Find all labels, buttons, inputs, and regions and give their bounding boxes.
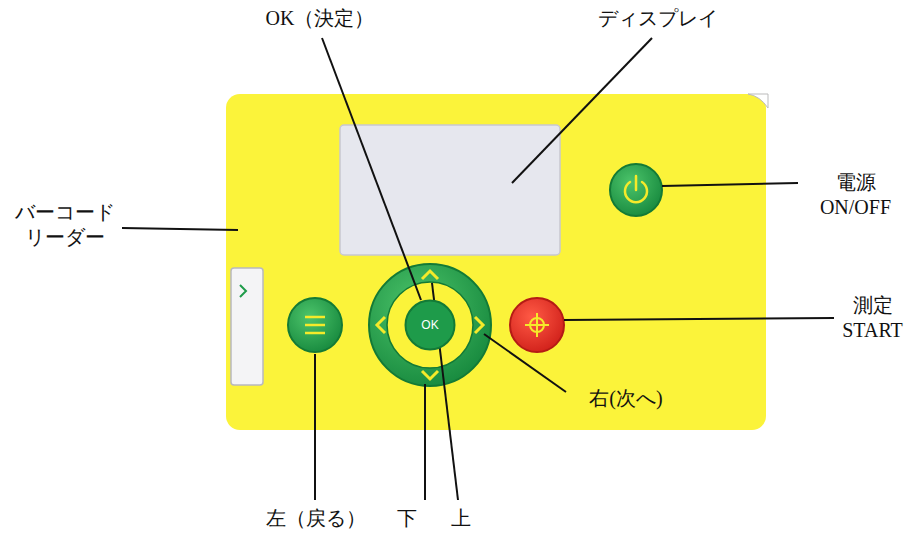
menu-icon bbox=[305, 316, 325, 319]
yellow-panel bbox=[226, 94, 766, 430]
measure-icon bbox=[525, 324, 549, 326]
leader-line bbox=[122, 228, 238, 230]
leader-line bbox=[322, 38, 421, 300]
up-arrow bbox=[422, 271, 438, 279]
reader-arrow bbox=[240, 285, 246, 297]
callout-label: 電源 ON/OFF bbox=[803, 170, 908, 220]
down-arrow bbox=[422, 371, 438, 379]
barcode-reader bbox=[231, 268, 263, 385]
callout-label: 右(次へ) bbox=[566, 386, 686, 411]
dpad-ring bbox=[369, 264, 491, 386]
right-arrow bbox=[475, 317, 483, 333]
leader-line bbox=[564, 318, 834, 320]
dpad-inner bbox=[387, 282, 473, 368]
display-screen bbox=[340, 125, 560, 255]
power-icon bbox=[635, 176, 638, 190]
callout-label: 上 bbox=[448, 506, 474, 531]
left-arrow bbox=[377, 317, 385, 333]
leader-line bbox=[424, 384, 426, 500]
menu-icon bbox=[305, 324, 325, 327]
measure-button bbox=[510, 298, 564, 352]
button-label: OK bbox=[404, 299, 456, 351]
callout-label: 測定 START bbox=[830, 293, 915, 343]
callout-label: ディスプレイ bbox=[588, 6, 728, 31]
leader-line bbox=[484, 334, 566, 392]
menu-button bbox=[288, 298, 342, 352]
callout-label: 下 bbox=[394, 506, 420, 531]
panel-corner bbox=[748, 94, 768, 108]
leader-line bbox=[662, 183, 798, 186]
ok-button: OK bbox=[404, 299, 456, 351]
power-button bbox=[610, 164, 662, 216]
callout-label: バーコード リーダー bbox=[2, 200, 128, 250]
menu-icon bbox=[305, 332, 325, 335]
callout-label: OK（決定） bbox=[240, 6, 400, 31]
leader-line bbox=[512, 38, 652, 183]
leader-line bbox=[314, 354, 316, 500]
callout-label: 左（戻る） bbox=[258, 506, 374, 531]
ok-button-circle bbox=[406, 301, 455, 350]
